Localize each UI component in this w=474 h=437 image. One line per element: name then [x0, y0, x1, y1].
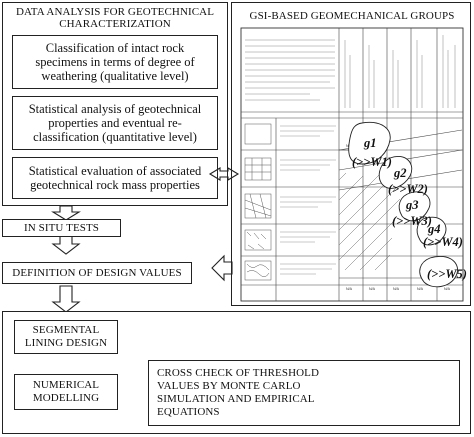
design-values-label: DEFINITION OF DESIGN VALUES: [12, 267, 182, 279]
na-cell-3: N/A: [393, 287, 400, 291]
arrow-analysis-gsi: [208, 167, 240, 181]
group-g3-blob: [398, 191, 431, 222]
step-statistical-evaluation: Statistical evaluation of associated geo…: [12, 157, 218, 199]
group-g3-label: g3: [405, 198, 419, 212]
group-g1-label: g1: [363, 136, 377, 150]
design-values-box: DEFINITION OF DESIGN VALUES: [2, 262, 192, 284]
crosscheck-label: CROSS CHECK OF THRESHOLD VALUES BY MONTE…: [157, 367, 320, 418]
numerical-modelling-box: NUMERICAL MODELLING: [14, 374, 118, 410]
step-classification-text: Classification of intact rock specimens …: [35, 41, 195, 83]
group-g1-blob: [348, 121, 391, 165]
group-blobs: [348, 121, 458, 288]
na-cell-2: N/A: [369, 287, 376, 291]
crosscheck-box: CROSS CHECK OF THRESHOLD VALUES BY MONTE…: [148, 360, 460, 426]
structure-icons: [244, 123, 272, 281]
step-statistical-analysis: Statistical analysis of geotechnical pro…: [12, 96, 218, 150]
step-statistical-evaluation-text: Statistical evaluation of associated geo…: [28, 164, 202, 192]
step-classification: Classification of intact rock specimens …: [12, 35, 218, 89]
group-w5-blob: [419, 256, 458, 288]
na-cell-5: N/A: [444, 287, 451, 291]
step-statistical-analysis-text: Statistical analysis of geotechnical pro…: [28, 102, 202, 144]
arrow-gsi-design: [211, 254, 233, 282]
arrow-design-down: [51, 285, 81, 313]
gsi-title: GSI-BASED GEOMECHANICAL GROUPS: [249, 10, 455, 22]
arrow-analysis-insitu: [51, 205, 81, 221]
threshold-w5-label: (>>W5): [427, 267, 467, 281]
gsi-chart-border: [240, 27, 464, 302]
insitu-tests-box: IN SITU TESTS: [2, 219, 121, 237]
segmental-lining-label: SEGMENTAL LINING DESIGN: [24, 324, 108, 349]
group-g2-blob: [378, 156, 413, 189]
threshold-w2-label: (>>W2): [388, 182, 428, 196]
na-cell-4: N/A: [417, 287, 424, 291]
threshold-w4-label: (>>W4): [423, 235, 463, 249]
group-g4-blob: [416, 216, 447, 246]
group-g2-label: g2: [393, 166, 407, 180]
gsi-chart-header: [245, 39, 335, 101]
threshold-w3-label: (>>W3): [392, 214, 432, 228]
group-g4-label: g4: [427, 222, 441, 236]
arrow-insitu-down: [51, 235, 81, 255]
analysis-title: DATA ANALYSIS FOR GEOTECHNICAL CHARACTER…: [15, 6, 215, 30]
na-cell-1: N/A: [346, 287, 353, 291]
segmental-lining-box: SEGMENTAL LINING DESIGN: [14, 320, 118, 354]
threshold-w1-label: (>>W1): [352, 155, 392, 169]
insitu-tests-label: IN SITU TESTS: [23, 222, 100, 234]
numerical-modelling-label: NUMERICAL MODELLING: [32, 379, 100, 404]
